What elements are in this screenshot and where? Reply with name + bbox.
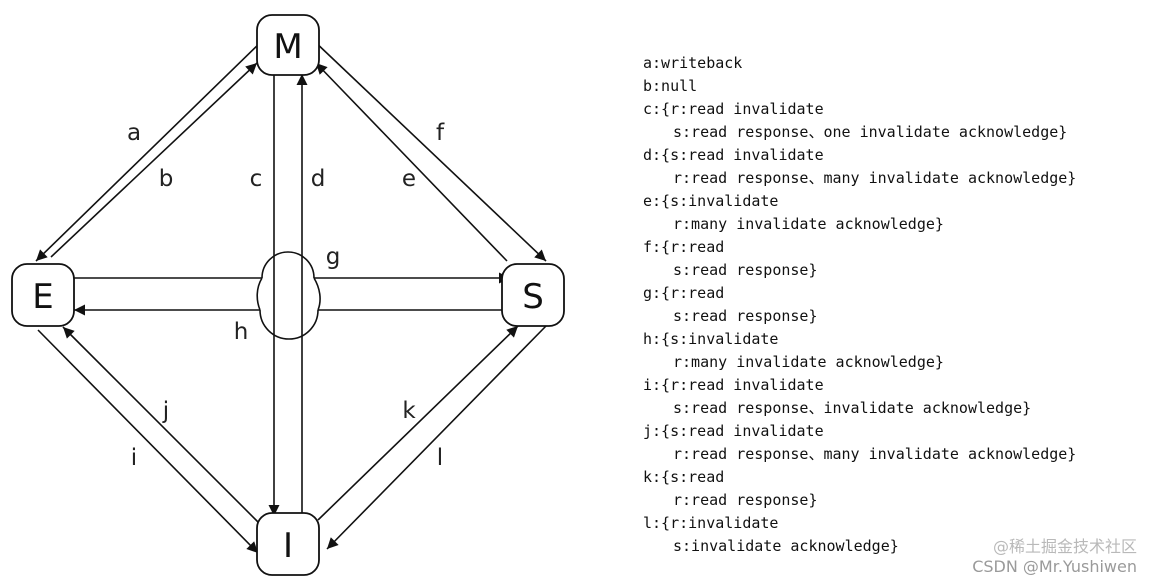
edge-label-h: h — [234, 319, 249, 345]
state-label-m: M — [273, 27, 302, 67]
legend-line: l:{r:invalidate — [643, 514, 779, 532]
legend-line: i:{r:read invalidate — [643, 376, 824, 394]
edge-i — [37, 329, 259, 554]
transition-legend: a:writeback b:null c:{r:read invalidate … — [643, 52, 1076, 558]
edge-label-i: i — [131, 445, 137, 471]
state-node-m: M — [256, 14, 320, 76]
legend-line-sub: r:read response、many invalidate acknowle… — [673, 169, 1077, 187]
legend-line: a:writeback — [643, 54, 743, 72]
legend-line-sub: s:read response、invalidate acknowledge} — [673, 399, 1032, 417]
legend-line: j:{s:read invalidate — [643, 422, 824, 440]
state-label-e: E — [32, 277, 53, 317]
edge-b — [50, 62, 258, 258]
edge-label-k: k — [402, 398, 416, 424]
legend-item-c: c:{r:read invalidate s:read response、one… — [643, 98, 1076, 144]
edge-label-l: l — [437, 445, 443, 471]
state-node-i: I — [256, 512, 320, 576]
edge-label-a: a — [127, 120, 141, 146]
legend-line: e:{s:invalidate — [643, 192, 779, 210]
state-node-e: E — [11, 263, 75, 327]
edge-l — [326, 325, 547, 550]
legend-item-j: j:{s:read invalidate r:read response、man… — [643, 420, 1076, 466]
legend-line: g:{r:read — [643, 284, 725, 302]
legend-line-sub: s:read response、one invalidate acknowled… — [673, 123, 1068, 141]
state-diagram: M E S I a b c d e f g h i j k l — [11, 14, 565, 576]
legend-item-h: h:{s:invalidate r:many invalidate acknow… — [643, 328, 1076, 374]
watermark-csdn: CSDN @Mr.Yushiwen — [972, 557, 1137, 576]
legend-line-sub: r:many invalidate acknowledge} — [673, 353, 944, 371]
state-label-s: S — [522, 277, 544, 317]
legend-item-k: k:{s:read r:read response} — [643, 466, 1076, 512]
state-node-s: S — [501, 263, 565, 327]
edge-label-j: j — [162, 398, 169, 424]
legend-item-b: b:null — [643, 75, 1076, 98]
edge-f — [311, 38, 547, 262]
legend-line: c:{r:read invalidate — [643, 100, 824, 118]
legend-line-sub: r:read response} — [673, 491, 818, 509]
legend-item-f: f:{r:read s:read response} — [643, 236, 1076, 282]
edge-label-f: f — [436, 120, 445, 146]
legend-line-sub: s:read response} — [673, 261, 818, 279]
watermark: @稀土掘金技术社区 CSDN @Mr.Yushiwen — [972, 537, 1137, 577]
legend-line: h:{s:invalidate — [643, 330, 779, 348]
legend-item-l: l:{r:invalidate s:invalidate acknowledge… — [643, 512, 1076, 558]
legend-line: k:{s:read — [643, 468, 725, 486]
edge-label-e: e — [402, 166, 416, 192]
legend-line-sub: r:many invalidate acknowledge} — [673, 215, 944, 233]
legend-item-d: d:{s:read invalidate r:read response、man… — [643, 144, 1076, 190]
edge-k — [317, 325, 519, 521]
edge-label-g: g — [326, 244, 341, 270]
edge-label-c: c — [250, 166, 263, 192]
edge-e — [315, 62, 508, 262]
legend-item-a: a:writeback — [643, 52, 1076, 75]
legend-item-g: g:{r:read s:read response} — [643, 282, 1076, 328]
legend-line-sub: s:read response} — [673, 307, 818, 325]
legend-line: b:null — [643, 77, 698, 95]
legend-item-i: i:{r:read invalidate s:read response、inv… — [643, 374, 1076, 420]
crossing-bubble — [256, 251, 321, 340]
legend-item-e: e:{s:invalidate r:many invalidate acknow… — [643, 190, 1076, 236]
watermark-juejin: @稀土掘金技术社区 — [992, 537, 1137, 556]
edge-a — [35, 38, 265, 262]
state-label-i: I — [283, 526, 293, 566]
legend-line-sub: r:read response、many invalidate acknowle… — [673, 445, 1077, 463]
legend-line: f:{r:read — [643, 238, 725, 256]
legend-line: d:{s:read invalidate — [643, 146, 824, 164]
edge-label-b: b — [159, 166, 174, 192]
edge-label-d: d — [311, 166, 326, 192]
legend-line-sub: s:invalidate acknowledge} — [673, 537, 899, 555]
edge-j — [62, 326, 259, 523]
